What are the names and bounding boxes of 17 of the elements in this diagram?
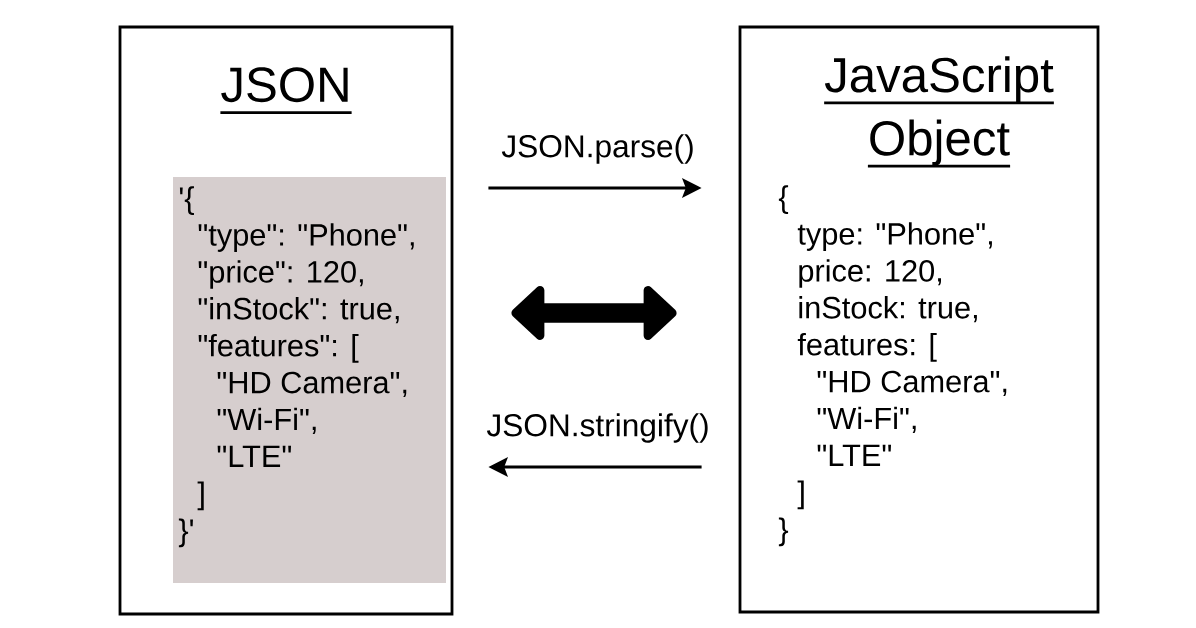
edge-label: JSON.parse() (499, 132, 697, 166)
edge-label: JSON.stringify() (484, 411, 712, 445)
heading: JSON (220, 67, 352, 114)
node-label: inStock: true, (799, 296, 977, 323)
node-label: "Wi-Fi", (817, 406, 916, 433)
node-label: price: 120, (799, 259, 941, 288)
node-label: "LTE" (817, 444, 892, 466)
node-label: { (778, 185, 789, 215)
code-listing: { type: "Phone", price: 120, inStock: true, features: [ "HD Camera", "Wi-Fi", "LTE" ] } (778, 185, 1007, 547)
node-label: ] (797, 480, 804, 510)
code-block: '{ "type": "Phone", "price": 120, "inStock": true, "features": [ "HD Camera", "Wi-Fi", "LTE" ] }' (173, 177, 446, 583)
double-arrow (511, 285, 677, 340)
node-label: features: [ (797, 332, 937, 362)
heading: JavaScript Object (824, 56, 1054, 168)
node-label: "HD Camera", (817, 370, 1007, 397)
node-label: } (778, 517, 789, 547)
node-label: type: "Phone", (797, 222, 992, 251)
